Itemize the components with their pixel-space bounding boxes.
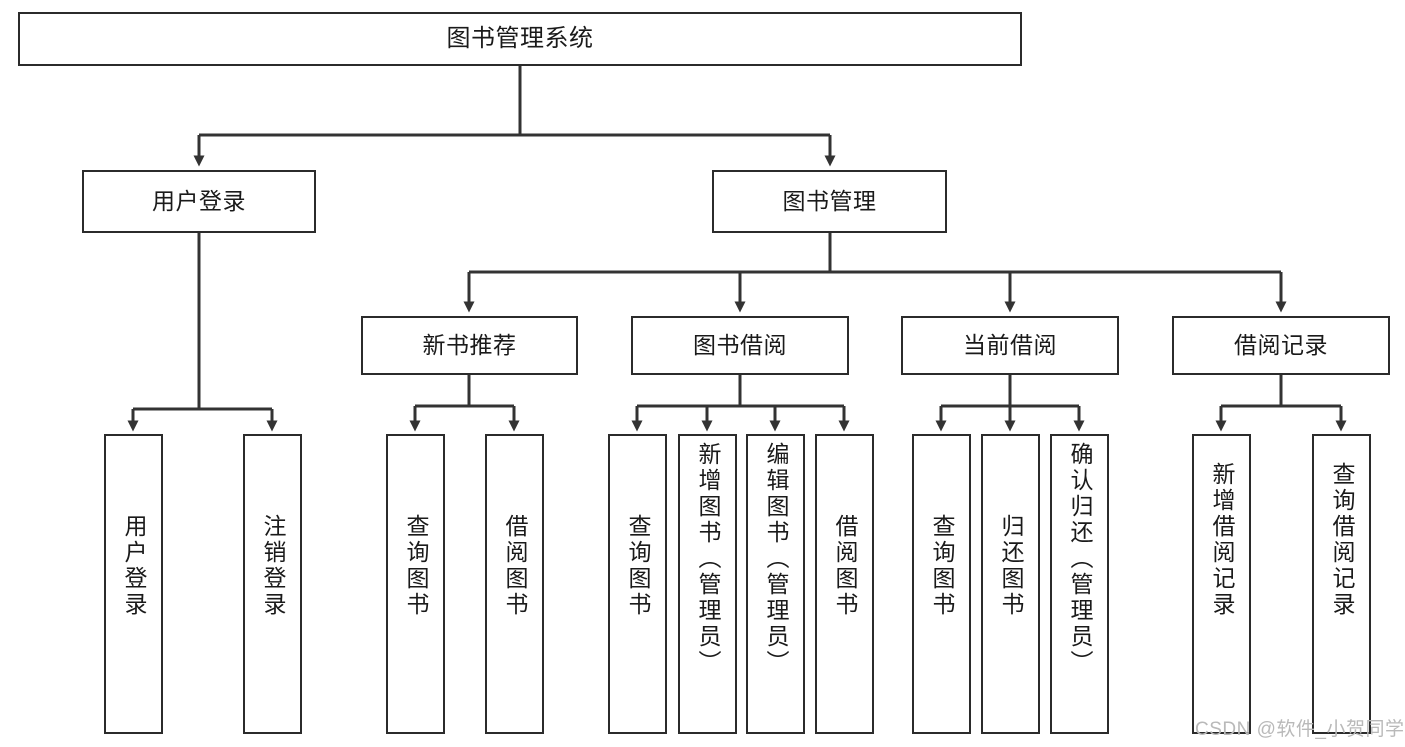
- node-leaf-user-login[interactable]: 用户登录: [104, 434, 163, 734]
- node-user-login[interactable]: 用户登录: [82, 170, 316, 233]
- node-leaf-confirm-return-label: 确认归还（管理员）: [1067, 442, 1093, 676]
- node-root-label: 图书管理系统: [446, 24, 594, 52]
- node-leaf-logout[interactable]: 注销登录: [243, 434, 302, 734]
- node-leaf-query-book-3[interactable]: 查询图书: [912, 434, 971, 734]
- node-book-manage-label: 图书管理: [782, 187, 877, 214]
- node-borrow-record-label: 借阅记录: [1234, 331, 1328, 358]
- node-user-login-label: 用户登录: [152, 187, 246, 214]
- node-leaf-confirm-return[interactable]: 确认归还（管理员）: [1050, 434, 1109, 734]
- node-leaf-borrow-book-2-label: 借阅图书: [832, 514, 858, 618]
- node-book-manage[interactable]: 图书管理: [712, 170, 947, 233]
- node-leaf-return-book[interactable]: 归还图书: [981, 434, 1040, 734]
- node-current-borrow-label: 当前借阅: [963, 331, 1057, 358]
- node-leaf-add-book-label: 新增图书（管理员）: [695, 442, 721, 676]
- node-root[interactable]: 图书管理系统: [18, 12, 1022, 66]
- node-leaf-query-book-3-label: 查询图书: [929, 514, 955, 618]
- node-leaf-borrow-book-1[interactable]: 借阅图书: [485, 434, 544, 734]
- node-leaf-add-record[interactable]: 新增借阅记录: [1192, 434, 1251, 734]
- node-leaf-query-record-label: 查询借阅记录: [1329, 462, 1355, 618]
- node-book-borrow-label: 图书借阅: [693, 331, 787, 358]
- node-book-borrow[interactable]: 图书借阅: [631, 316, 849, 375]
- watermark-text: CSDN @软件_小贺同学: [1195, 719, 1405, 740]
- node-new-book-rec-label: 新书推荐: [422, 331, 517, 358]
- node-leaf-query-record[interactable]: 查询借阅记录: [1312, 434, 1371, 734]
- node-leaf-add-book[interactable]: 新增图书（管理员）: [678, 434, 737, 734]
- node-new-book-rec[interactable]: 新书推荐: [361, 316, 578, 375]
- node-leaf-query-book-2[interactable]: 查询图书: [608, 434, 667, 734]
- node-leaf-add-record-label: 新增借阅记录: [1209, 462, 1235, 618]
- node-leaf-edit-book[interactable]: 编辑图书（管理员）: [746, 434, 805, 734]
- node-leaf-borrow-book-1-label: 借阅图书: [502, 514, 528, 618]
- node-leaf-return-book-label: 归还图书: [998, 514, 1024, 618]
- node-borrow-record[interactable]: 借阅记录: [1172, 316, 1390, 375]
- node-leaf-edit-book-label: 编辑图书（管理员）: [763, 442, 789, 676]
- node-leaf-query-book-2-label: 查询图书: [625, 514, 651, 618]
- node-leaf-query-book-1[interactable]: 查询图书: [386, 434, 445, 734]
- node-current-borrow[interactable]: 当前借阅: [901, 316, 1119, 375]
- node-leaf-user-login-label: 用户登录: [121, 514, 147, 618]
- node-leaf-borrow-book-2[interactable]: 借阅图书: [815, 434, 874, 734]
- node-leaf-logout-label: 注销登录: [260, 514, 286, 618]
- node-leaf-query-book-1-label: 查询图书: [403, 514, 429, 618]
